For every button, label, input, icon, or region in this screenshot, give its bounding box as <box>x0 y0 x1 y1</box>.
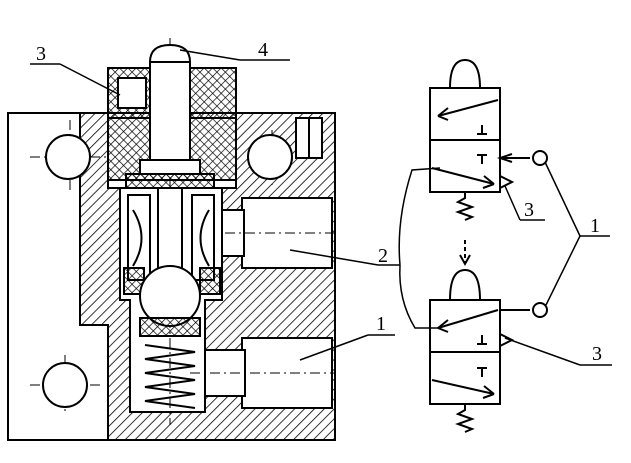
callout-3-top-left: 3 <box>36 43 46 65</box>
valve-symbol-bottom <box>429 240 548 433</box>
callout-1-left: 1 <box>376 313 386 335</box>
mounting-holes <box>42 134 293 408</box>
callout-1-right: 1 <box>590 215 600 237</box>
plunger <box>125 43 215 269</box>
leader-lines <box>30 49 612 366</box>
callout-3-top-symbol: 3 <box>524 199 534 221</box>
callout-2: 2 <box>378 245 388 267</box>
valve-symbol-top <box>429 58 548 221</box>
spring <box>139 317 201 409</box>
callout-4: 4 <box>258 39 268 61</box>
seals <box>123 194 221 295</box>
callout-3-bottom-symbol: 3 <box>592 343 602 365</box>
